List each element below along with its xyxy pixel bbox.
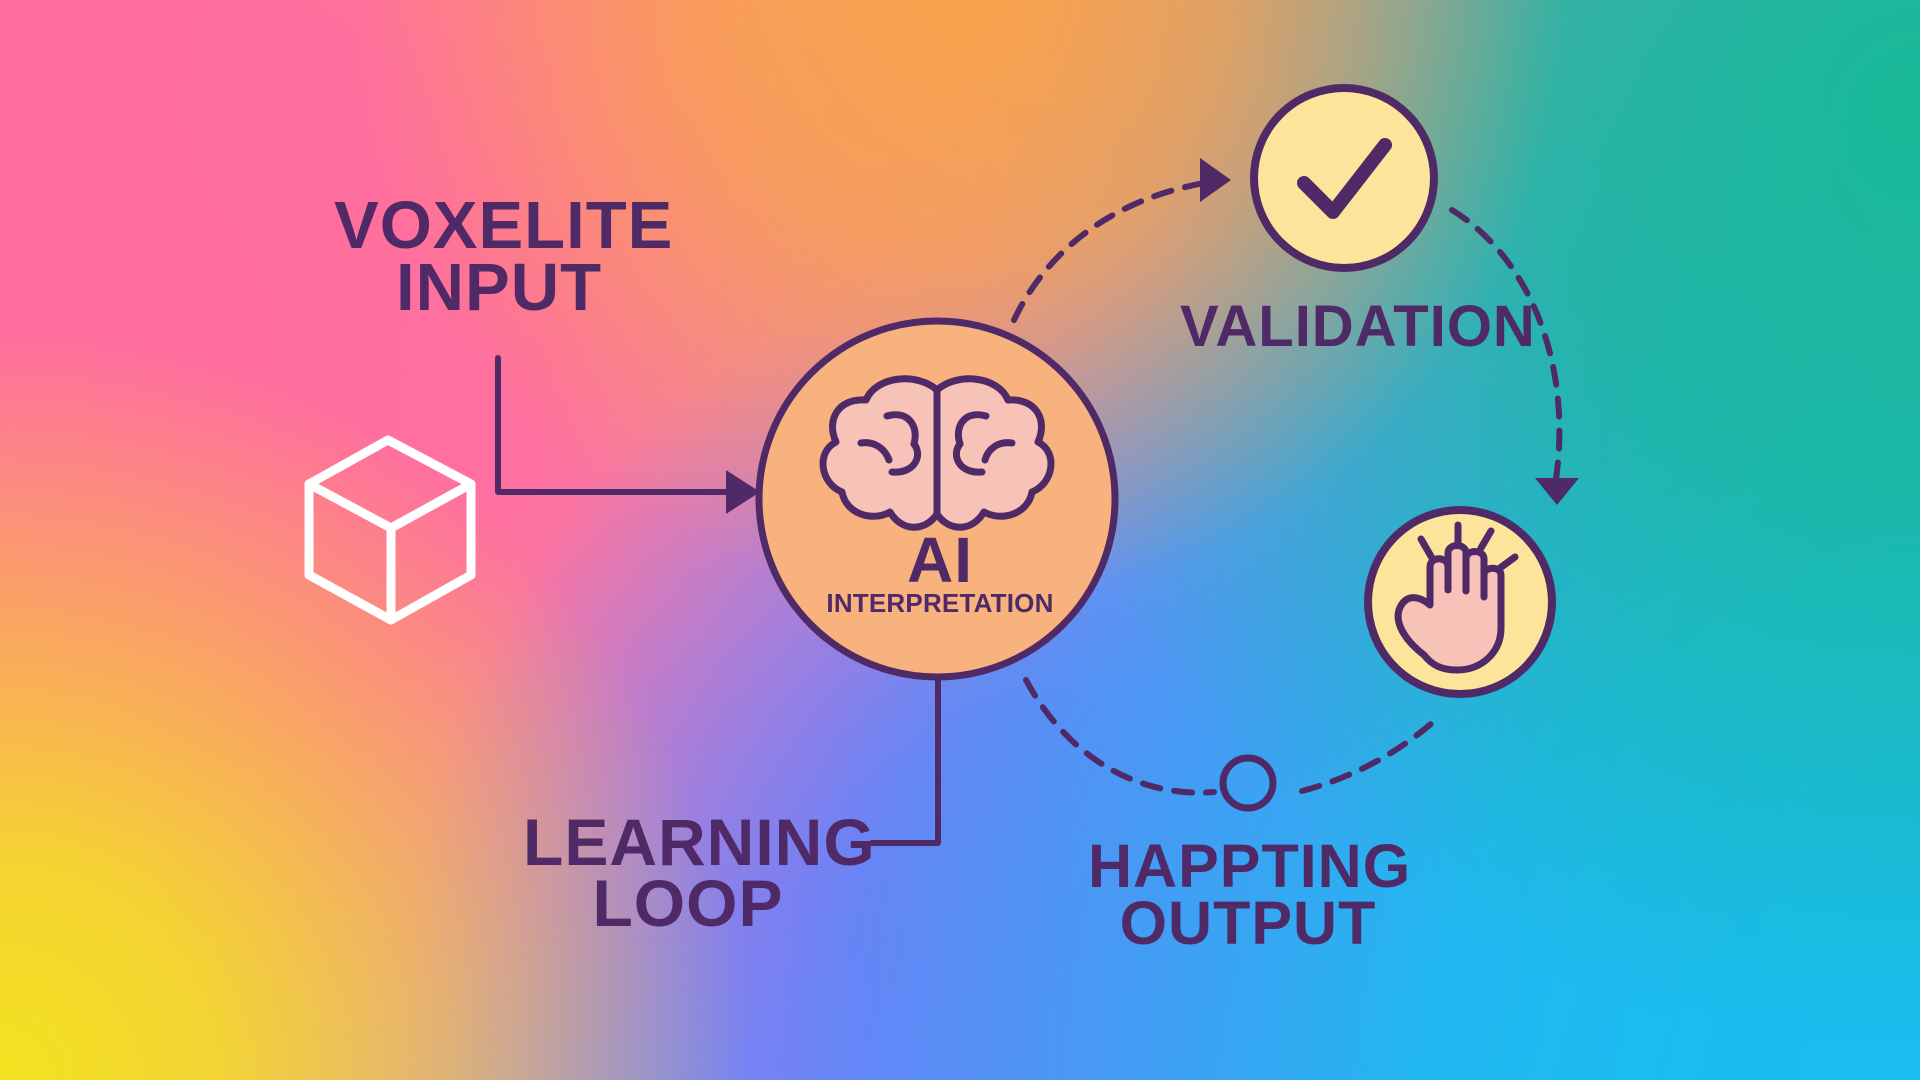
input-connector: [495, 355, 729, 495]
top-dashed-arc: [1011, 177, 1227, 323]
learning-loop-label: LEARNING LOOP: [523, 805, 876, 941]
voxelite-input-label: VOXELITE INPUT: [334, 188, 674, 326]
right-dashed-arc: [1449, 207, 1563, 489]
top-arc-arrow-head: [1200, 158, 1231, 202]
voxelite-label-line-2: INPUT: [396, 250, 602, 326]
bottom-right-dashed-arc: [1299, 713, 1443, 794]
brain-icon: [819, 375, 1055, 531]
right-arc-arrow-head: [1535, 478, 1579, 505]
ai-subtitle: INTERPRETATION: [826, 588, 1054, 618]
haptic-label-line-1: HAPPTING: [1088, 832, 1412, 900]
learning-connector: [869, 676, 941, 846]
haptic-label-line-2: OUTPUT: [1119, 888, 1377, 957]
voxelite-label-line-1: VOXELITE: [334, 188, 674, 263]
check-icon: [1297, 138, 1392, 219]
input-arrow-head: [726, 470, 760, 514]
haptic-output-label: HAPPTING OUTPUT: [1088, 832, 1412, 957]
cube-icon: [304, 435, 476, 625]
ring-icon: [1219, 754, 1277, 812]
learning-label-line-2: LOOP: [592, 866, 784, 941]
ai-title: AI: [907, 524, 973, 596]
validation-label: VALIDATION: [1180, 294, 1536, 359]
hand-icon: [1394, 521, 1519, 674]
learning-label-line-1: LEARNING: [523, 805, 876, 879]
validation-node: [1250, 84, 1438, 272]
bottom-dashed-arc: [1023, 677, 1217, 796]
